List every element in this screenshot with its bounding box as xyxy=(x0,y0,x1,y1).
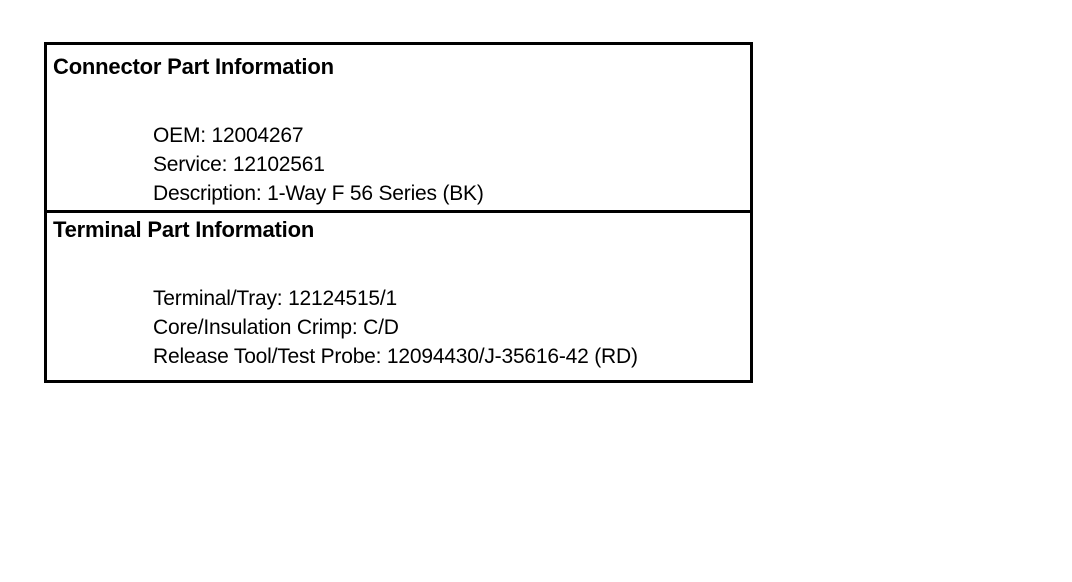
part-information-table: Connector Part Information OEM: 12004267… xyxy=(44,42,753,383)
connector-details: OEM: 12004267 Service: 12102561 Descript… xyxy=(153,121,484,208)
connector-service-line: Service: 12102561 xyxy=(153,153,325,176)
terminal-section-title: Terminal Part Information xyxy=(53,217,315,242)
terminal-release-tool-line: Release Tool/Test Probe: 12094430/J-3561… xyxy=(153,345,638,368)
terminal-part-section: Terminal Part Information Terminal/Tray:… xyxy=(47,213,750,380)
terminal-details: Terminal/Tray: 12124515/1 Core/Insulatio… xyxy=(153,284,638,371)
connector-description-line: Description: 1-Way F 56 Series (BK) xyxy=(153,182,484,205)
terminal-tray-line: Terminal/Tray: 12124515/1 xyxy=(153,287,398,310)
connector-oem-line: OEM: 12004267 xyxy=(153,124,304,147)
connector-section-title: Connector Part Information xyxy=(53,54,334,79)
connector-part-section: Connector Part Information OEM: 12004267… xyxy=(47,45,750,213)
terminal-crimp-line: Core/Insulation Crimp: C/D xyxy=(153,316,399,339)
